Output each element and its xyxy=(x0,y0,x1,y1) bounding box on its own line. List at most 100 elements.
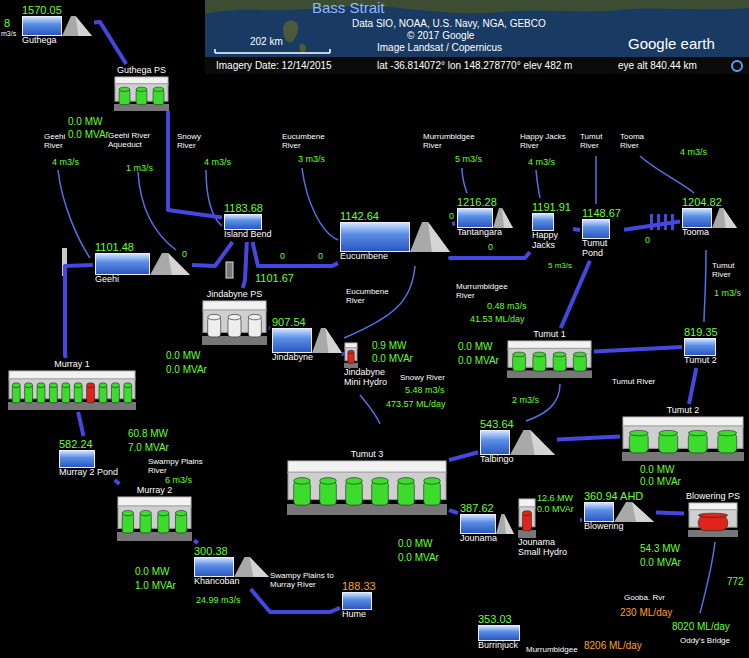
station-name: Jounama Small Hydro xyxy=(518,538,578,558)
map-label: Swampy Plains to Murray River xyxy=(270,572,338,590)
station-name: Murray 1 xyxy=(54,360,90,370)
map-label: 1 m3/s xyxy=(714,289,741,299)
dam-face xyxy=(510,430,555,455)
turbine-top xyxy=(37,383,45,388)
map-label: Snowy River xyxy=(177,133,211,151)
power-station-node: Tumut 3 xyxy=(285,448,449,517)
turbine-top xyxy=(659,430,678,435)
map-label: 8020 ML/day xyxy=(672,621,730,632)
station-name: Tumut 3 xyxy=(351,450,384,460)
reservoir-node: 582.24Murray 2 Pond xyxy=(57,436,120,480)
turbine-top xyxy=(49,383,57,388)
decor-shape xyxy=(640,156,694,193)
map-label: 3 m3/s xyxy=(298,155,325,165)
map-label: 12.6 MW xyxy=(537,494,573,504)
station-symbol xyxy=(507,340,592,378)
dam-symbol xyxy=(614,502,654,522)
map-label: 0.0 MW xyxy=(458,341,492,352)
reservoir-name: Eucumbene xyxy=(340,252,388,262)
map-label: 8 xyxy=(4,17,10,29)
decor-shape xyxy=(205,57,749,74)
turbine-top xyxy=(153,87,164,91)
reservoir-node: 360.94 AHDBlowering xyxy=(582,488,656,534)
pipe-connector xyxy=(656,512,684,513)
reservoir-node: 353.03Burrinjuck xyxy=(476,611,522,653)
reservoir-row xyxy=(682,208,737,228)
reservoir-name: Talbingo xyxy=(480,455,514,465)
turbine-top xyxy=(111,383,119,388)
turbine-top xyxy=(87,383,95,388)
decor-shape xyxy=(215,49,330,53)
reservoir-tank xyxy=(457,208,493,228)
reservoir-tank xyxy=(584,502,614,522)
map-label: 0 xyxy=(449,212,454,222)
map-label: 2 m3/s xyxy=(512,396,539,406)
map-label: Geehi River xyxy=(44,133,80,151)
reservoir-row xyxy=(22,16,92,36)
map-label: 0.0 MVAr xyxy=(372,353,413,364)
map-label: Eucumbene River xyxy=(346,288,390,306)
dam-symbol xyxy=(712,208,737,228)
decor-shape xyxy=(595,156,597,204)
pipe-connector xyxy=(194,540,198,543)
pipe-connector xyxy=(269,326,270,330)
decor-shape xyxy=(360,395,380,424)
dam-face xyxy=(234,557,269,577)
reservoir-node: 1216.28Tantangara xyxy=(455,194,515,240)
map-label: 4 m3/s xyxy=(52,158,79,168)
dam-shade xyxy=(632,502,654,522)
turbine-top xyxy=(698,513,727,517)
decor-shape xyxy=(657,214,660,230)
dam-symbol xyxy=(496,514,514,534)
reservoir-row xyxy=(95,253,190,275)
turbine-top xyxy=(12,383,20,388)
turbine-top xyxy=(124,383,132,388)
reservoir-row xyxy=(478,625,520,641)
turbine-unit xyxy=(372,481,389,505)
decor-shape xyxy=(58,170,90,258)
turbine-top xyxy=(62,383,70,388)
reservoir-row xyxy=(460,514,514,534)
dam-symbol xyxy=(493,208,513,228)
map-label: Snowy River xyxy=(400,374,445,383)
reservoir-row xyxy=(59,450,95,468)
reservoir-name: Island Bend xyxy=(224,230,272,240)
map-label: 0.9 MW xyxy=(372,340,406,351)
reservoir-tank xyxy=(684,338,716,356)
pipe-connector xyxy=(251,589,340,612)
dam-shade xyxy=(502,208,513,228)
dam-shade xyxy=(76,16,93,36)
pipe-connector xyxy=(115,480,120,484)
turbine-top xyxy=(140,510,151,515)
reservoir-name: Happy Jacks xyxy=(532,231,564,251)
station-base xyxy=(114,104,169,111)
map-label: 5 m3/s xyxy=(455,155,482,165)
station-base xyxy=(507,370,592,378)
reservoir-tank xyxy=(224,214,262,230)
map-label: 4 m3/s xyxy=(528,158,555,168)
map-label: 1101.67 xyxy=(255,272,294,284)
dam-shade xyxy=(250,557,269,577)
pipe-connector xyxy=(689,368,696,404)
turbine-top xyxy=(74,383,82,388)
pipe-connector xyxy=(452,221,455,226)
power-station-node: Blowering PS xyxy=(684,490,742,539)
reservoir-tank xyxy=(582,219,610,239)
reservoir-row xyxy=(224,214,262,230)
reservoir-tank xyxy=(682,208,712,228)
station-hall xyxy=(288,472,446,500)
reservoir-name: Guthega xyxy=(22,36,57,46)
reservoir-row xyxy=(342,592,372,610)
pipe-connector xyxy=(573,229,580,230)
structures xyxy=(62,214,674,278)
reservoir-tank xyxy=(22,16,62,36)
dam-face xyxy=(410,222,450,252)
map-label: 0.0 MVAr xyxy=(458,355,499,366)
map-label: Bass Strait xyxy=(312,0,385,17)
map-label: 7.0 MVAr xyxy=(128,442,169,453)
reservoir-tank xyxy=(272,328,312,353)
reservoir-name: Murray 2 Pond xyxy=(59,468,118,478)
map-label: 772 xyxy=(727,576,744,587)
dam-face xyxy=(614,502,654,522)
reservoir-row xyxy=(684,338,716,356)
